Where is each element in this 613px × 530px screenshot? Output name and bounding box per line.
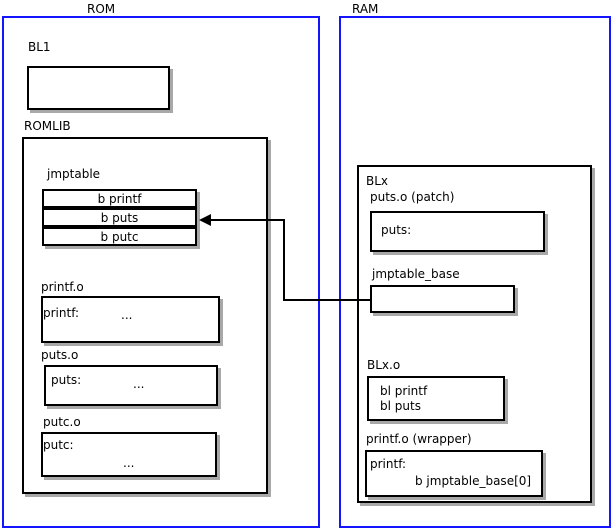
ram-region [339, 16, 611, 528]
puts-o-label: puts.o [41, 348, 79, 362]
connector-segment-vertical [283, 219, 285, 301]
puts-o-box: puts: ... [44, 365, 218, 406]
putc-o-symbol: putc: [43, 438, 74, 452]
romlib-label: ROMLIB [24, 119, 71, 133]
blx-label: BLx [366, 174, 389, 188]
jmptable-base-box [370, 285, 515, 313]
connector-arrowhead-icon [199, 214, 211, 226]
rom-region [2, 16, 320, 528]
rom-region-label: ROM [87, 2, 116, 16]
printf-wrapper-symbol: printf: [370, 457, 407, 471]
puts-patch-label: puts.o (patch) [370, 190, 455, 204]
blx-o-line-2: bl puts [380, 399, 421, 413]
connector-segment-horizontal-upper [211, 219, 285, 221]
printf-wrapper-box: printf: b jmptable_base[0] [365, 450, 543, 497]
printf-wrapper-label: printf.o (wrapper) [366, 432, 472, 446]
bl1-label: BL1 [28, 40, 51, 54]
printf-o-ellipsis: ... [121, 308, 133, 322]
printf-o-box: printf: ... [41, 296, 220, 343]
puts-o-symbol: puts: [51, 373, 82, 387]
ram-region-label: RAM [352, 2, 379, 16]
bl1-box [27, 66, 170, 110]
blx-o-label: BLx.o [367, 358, 401, 372]
jmptable-entry-putc-text: b putc [100, 230, 139, 244]
jmptable-entry-putc: b putc [42, 227, 197, 246]
putc-o-ellipsis: ... [123, 456, 135, 470]
puts-patch-box: puts: [370, 211, 545, 252]
printf-o-symbol: printf: [43, 306, 80, 320]
jmptable-entry-printf-text: b printf [97, 192, 142, 206]
jmptable-entry-puts-text: b puts [100, 211, 139, 225]
jmptable-label: jmptable [47, 167, 101, 181]
putc-o-box: putc: ... [41, 432, 217, 477]
puts-o-ellipsis: ... [133, 377, 145, 391]
putc-o-label: putc.o [43, 415, 81, 429]
jmptable-base-label: jmptable_base [372, 267, 460, 281]
printf-o-label: printf.o [41, 280, 84, 294]
jmptable-entry-puts: b puts [42, 208, 197, 227]
puts-patch-symbol: puts: [381, 223, 412, 237]
printf-wrapper-branch: b jmptable_base[0] [415, 474, 532, 488]
blx-o-line-1: bl printf [380, 384, 428, 398]
connector-segment-horizontal-lower [283, 299, 370, 301]
jmptable-entry-printf: b printf [42, 189, 197, 208]
blx-o-box: bl printf bl puts [367, 376, 505, 421]
